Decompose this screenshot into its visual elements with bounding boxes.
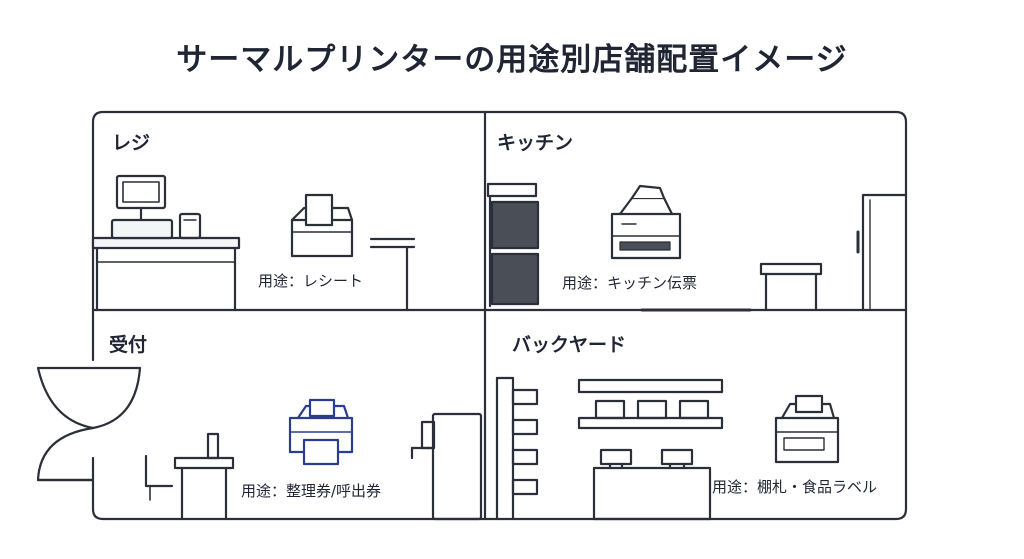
- storage-rack-vertical: [495, 376, 539, 521]
- storage-shelf-horizontal: [577, 378, 724, 430]
- pos-terminal-icon: [110, 174, 174, 240]
- zone-label-register: レジ: [112, 132, 151, 154]
- kiosk-machine-icon: [410, 412, 483, 521]
- floor-outline: [91, 110, 908, 521]
- zone-label-backyard: バックヤード: [512, 334, 627, 356]
- waiting-chair-icon: [144, 454, 174, 501]
- reception-desk: [173, 432, 235, 521]
- entrance-door-icon: [36, 366, 142, 482]
- page-title: サーマルプリンターの用途別店舗配置イメージ: [176, 42, 848, 78]
- caption-backyard: 用途：棚札・食品ラベル: [712, 478, 878, 496]
- kitchen-printer-icon: [610, 184, 682, 260]
- receipt-printer-icon: [290, 193, 354, 258]
- caption-reception: 用途：整理券/呼出券: [241, 482, 382, 500]
- zone-label-kitchen: キッチン: [497, 132, 574, 154]
- ticket-printer-icon: [288, 398, 354, 466]
- label-printer-icon: [774, 394, 840, 464]
- caption-register: 用途：レシート: [258, 272, 364, 290]
- refrigerator-icon: [856, 193, 908, 312]
- kitchen-shelf: [486, 182, 540, 308]
- kitchen-table: [759, 262, 823, 312]
- register-counter: [91, 236, 241, 312]
- work-table: [592, 448, 712, 521]
- register-side-counter: [369, 237, 416, 312]
- caption-kitchen: 用途：キッチン伝票: [562, 274, 698, 292]
- zone-label-reception: 受付: [109, 334, 148, 356]
- card-reader-icon: [178, 212, 202, 240]
